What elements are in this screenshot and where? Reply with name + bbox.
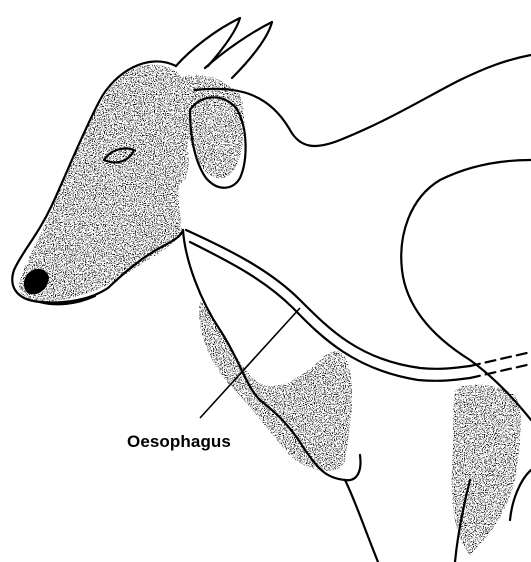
stipple-shading [19,65,521,555]
oesophagus-label: Oesophagus [127,432,231,452]
